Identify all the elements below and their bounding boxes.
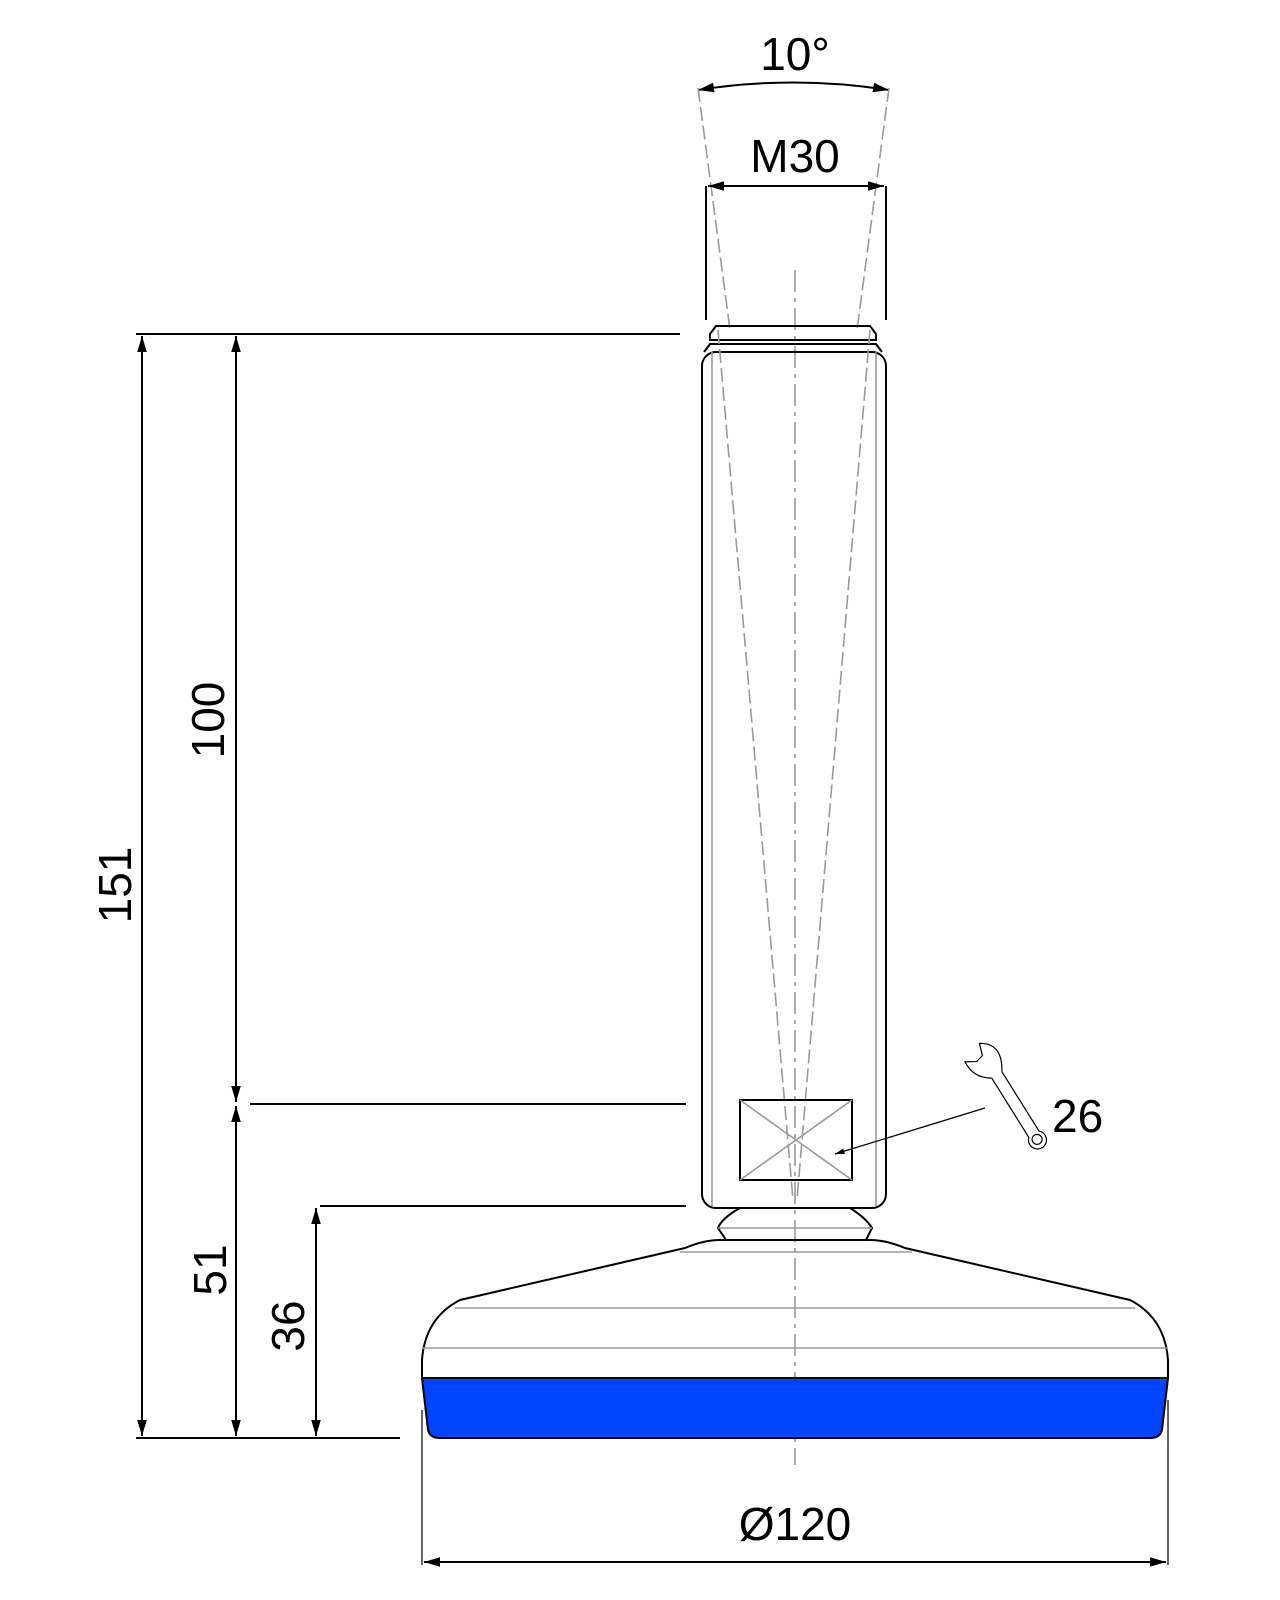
angle-label: 10° <box>760 28 830 80</box>
height-dimension-151: 151 <box>89 336 147 1436</box>
wrench-flats <box>739 1099 853 1181</box>
base-height-label: 36 <box>262 1300 314 1351</box>
rubber-pad <box>420 1377 1170 1439</box>
height-dimension-36: 36 <box>262 1208 321 1436</box>
wrench-size-label: 26 <box>1052 1090 1103 1142</box>
total-height-label: 151 <box>89 847 141 924</box>
diameter-dimension: Ø120 <box>421 1400 1169 1567</box>
thread-label: M30 <box>750 130 839 182</box>
base <box>420 1239 1170 1439</box>
height-dimension-100: 100 <box>182 336 241 1102</box>
diameter-label: Ø120 <box>739 1498 852 1550</box>
wrench-icon <box>964 1042 1048 1150</box>
angle-dimension: 10° <box>697 28 890 331</box>
wrench-callout: 26 <box>834 1042 1103 1155</box>
base-to-stem-label: 51 <box>184 1244 236 1295</box>
stem-length-label: 100 <box>182 682 234 759</box>
height-dimension-51: 51 <box>184 1106 241 1436</box>
threaded-stem <box>701 325 887 1209</box>
thread-dimension: M30 <box>705 130 887 320</box>
